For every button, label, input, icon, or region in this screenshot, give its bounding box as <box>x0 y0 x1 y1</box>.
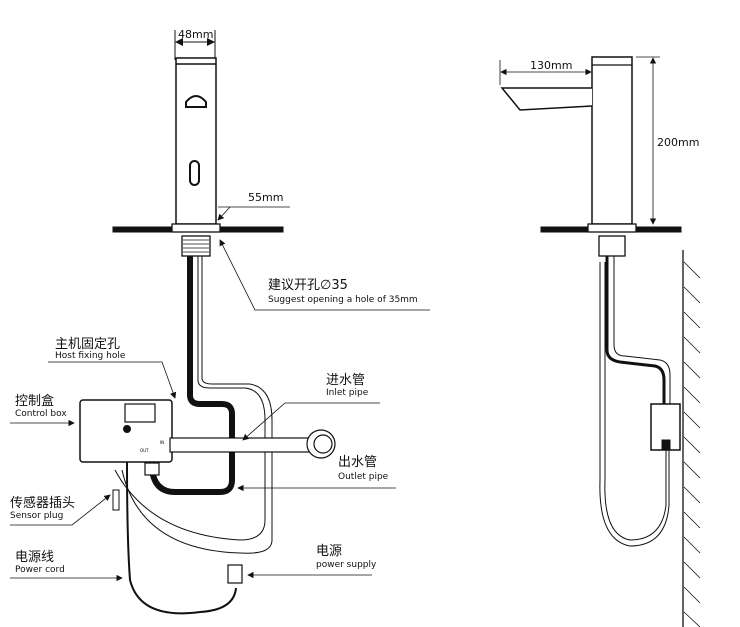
power-cord <box>126 461 237 615</box>
outlet-label-en: Outlet pipe <box>338 472 389 482</box>
control-box-label-zh: 控制盒 <box>15 393 54 409</box>
outlet-label-zh: 出水管 <box>338 455 377 470</box>
control-box-label-en: Control box <box>15 409 67 419</box>
outlet-hose <box>149 256 235 495</box>
sensor-cable <box>114 256 266 541</box>
box-out-label: OUT <box>140 448 149 453</box>
height-label: 200mm <box>657 136 699 149</box>
power-cord-label-en: Power cord <box>15 565 65 575</box>
hole-label-zh: 建议开孔∅35 <box>268 278 348 293</box>
sensor-plug-label-zh: 传感器插头 <box>10 495 75 511</box>
spout <box>500 87 593 111</box>
faucet-body-side <box>591 56 633 225</box>
sensor-plug <box>112 489 120 511</box>
reach-label: 130mm <box>530 59 572 72</box>
inlet-pipe <box>169 437 311 453</box>
inlet-label-en: Inlet pipe <box>326 388 369 398</box>
shank <box>181 235 211 257</box>
width-label: 48mm <box>178 28 213 41</box>
power-supply-label-zh: 电源 <box>316 544 342 559</box>
side-view <box>499 56 701 627</box>
base-label: 55mm <box>248 191 283 204</box>
hole-label-en: Suggest opening a hole of 35mm <box>268 295 418 305</box>
sensor-plug-label-en: Sensor plug <box>10 511 63 521</box>
indicator-light <box>189 160 200 186</box>
faucet-body <box>175 57 217 225</box>
host-fixing-label-en: Host fixing hole <box>55 351 126 361</box>
power-supply <box>227 564 243 584</box>
front-view <box>10 30 430 615</box>
box-in-label: IN <box>160 440 164 445</box>
host-fixing-label-zh: 主机固定孔 <box>55 337 120 352</box>
power-cord-label-zh: 电源线 <box>15 550 54 565</box>
power-supply-label-en: power supply <box>316 560 377 570</box>
inlet-label-zh: 进水管 <box>326 373 365 388</box>
sensor-window <box>185 95 207 108</box>
